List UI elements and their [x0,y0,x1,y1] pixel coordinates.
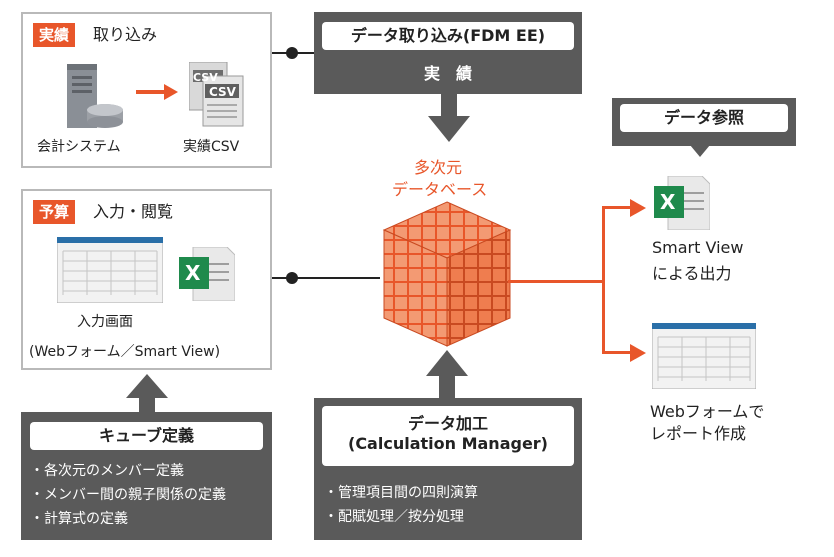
output-branch-vertical [602,206,605,354]
actual-connector-dot [286,47,298,59]
data-reference-title: データ参照 [663,108,744,127]
data-reference-title-bar: データ参照 [620,104,788,132]
actual-import-panel: 実績 取り込み CSV CSV 会計システム 実績CSV [21,12,272,168]
cube-label-line1: 多次元 [414,158,463,177]
fdm-subtitle: 実 績 [423,64,472,83]
budget-connector-dot [286,272,298,284]
output-branch-bottom [602,351,632,354]
output-branch-top [602,206,632,209]
cube-def-bullet-1: ・各次元のメンバー定義 [30,463,184,479]
smartview-arrowhead [630,199,646,217]
smartview-excel-letter: X [660,190,676,214]
calc-title-line1: データ加工 [407,414,488,433]
budget-connector [272,277,380,279]
budget-input-panel: 予算 入力・閲覧 X 入力画面 (Webフォーム／Smart View) [21,189,272,370]
input-screen-subtitle: (Webフォーム／Smart View) [29,344,221,360]
fdm-title: データ取り込み(FDM EE) [350,26,546,45]
budget-title: 入力・閲覧 [93,202,174,221]
calc-title-bar [322,406,574,466]
multidimensional-cube-icon [382,201,512,347]
webform-label-line1: Webフォームで [650,402,765,421]
calc-bullet-1: ・管理項目間の四則演算 [324,485,478,501]
server-icon [67,64,123,128]
actual-tag: 実績 [33,23,76,47]
cube-output-line [508,280,604,283]
cube-def-title: キューブ定義 [98,426,195,445]
cube-def-up-arrow [126,374,168,414]
cube-def-title-bar: キューブ定義 [30,422,263,450]
actual-csv-label: 実績CSV [183,139,240,155]
input-screen-label: 入力画面 [77,314,133,330]
calc-title-line2: (Calculation Manager) [348,434,548,453]
accounting-system-label: 会計システム [37,139,121,155]
fdm-title-bar: データ取り込み(FDM EE) [322,22,574,50]
calc-bullet-2: ・配賦処理／按分処理 [324,509,464,525]
smartview-label-line2: による出力 [652,264,732,283]
budget-tag: 予算 [33,200,76,224]
smartview-label-line1: Smart View [652,238,744,257]
fdm-down-arrow [428,94,470,142]
cube-def-bullet-2: ・メンバー間の親子関係の定義 [30,487,226,503]
input-form-icon [57,237,163,303]
excel-icon [179,247,235,301]
csv-icon-label-back: CSV [193,71,218,84]
excel-icon-letter: X [185,261,201,285]
smartview-excel-icon [654,176,710,230]
import-arrow [136,84,178,100]
cube-def-bullet-3: ・計算式の定義 [30,511,128,527]
data-reference-pointer [690,145,710,157]
webform-arrowhead [630,344,646,362]
webform-report-icon [652,323,756,389]
webform-label-line2: レポート作成 [650,424,747,443]
calc-up-arrow [426,350,468,398]
cube-label-line2: データベース [392,180,488,199]
csv-file-icon [189,62,244,127]
csv-icon-label-front: CSV [209,85,236,99]
actual-title: 取り込み [93,25,158,44]
